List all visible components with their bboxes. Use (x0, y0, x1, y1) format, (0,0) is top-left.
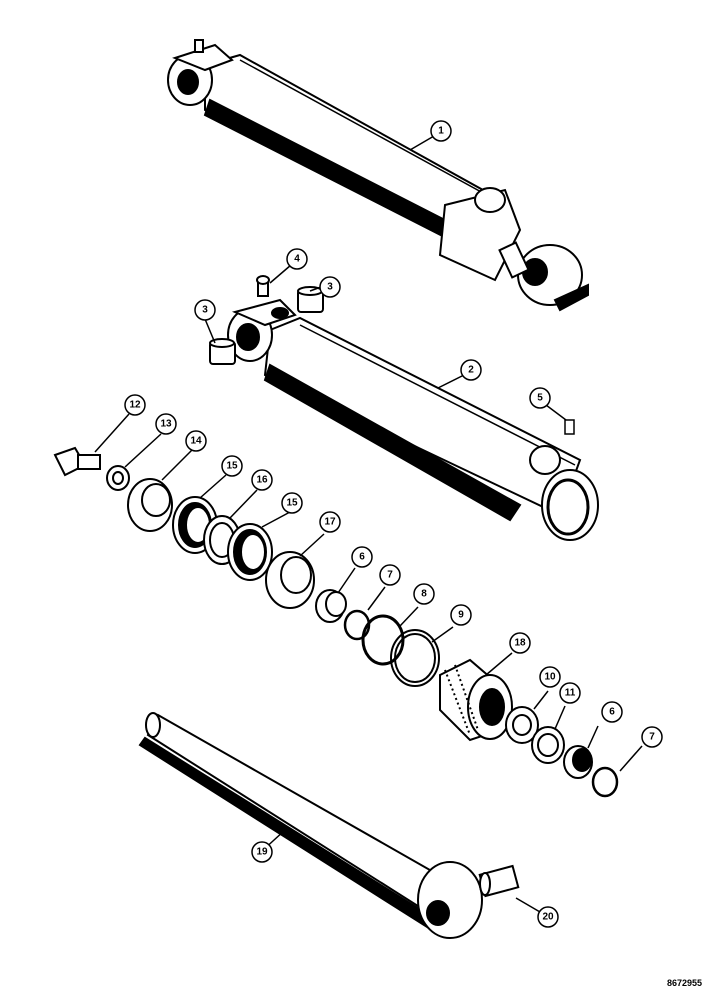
callout-c14: 14 (185, 430, 207, 452)
callout-number: 12 (129, 400, 141, 411)
cylinder-barrel (227, 298, 599, 541)
callout-number: 10 (544, 672, 556, 683)
callout-c10: 10 (539, 666, 561, 688)
cylinder-assembly (167, 39, 589, 312)
callout-circle (319, 511, 341, 533)
callout-c11: 11 (559, 682, 581, 704)
callout-circle (413, 583, 435, 605)
callout-number: 1 (438, 126, 444, 137)
bushing-left (209, 338, 236, 365)
callout-number: 6 (609, 707, 615, 718)
callout-circle (286, 248, 308, 270)
callout-number: 15 (226, 461, 238, 472)
callout-number: 7 (649, 732, 655, 743)
callout-number: 17 (324, 517, 336, 528)
callout-circle (509, 632, 531, 654)
callout-number: 16 (256, 475, 268, 486)
callout-c12: 12 (124, 394, 146, 416)
rod-seal (531, 726, 565, 764)
piston-nut (127, 478, 173, 532)
callout-c3a: 3 (194, 299, 216, 321)
callout-number: 15 (286, 498, 298, 509)
callout-number: 19 (256, 847, 268, 858)
rod-end-bushing (478, 864, 520, 898)
callout-circle (430, 120, 452, 142)
wiper-ring (505, 706, 539, 744)
callout-c18: 18 (509, 632, 531, 654)
callout-number: 8 (421, 589, 427, 600)
drawing-number: 8672955 (666, 978, 702, 988)
callout-number: 7 (387, 570, 393, 581)
callout-c1: 1 (430, 120, 452, 142)
washer (106, 465, 130, 491)
grease-fitting (256, 275, 270, 297)
callout-circle (251, 841, 273, 863)
callout-c6a: 6 (351, 546, 373, 568)
callout-number: 3 (327, 282, 333, 293)
callout-number: 20 (542, 912, 554, 923)
callout-circle (539, 666, 561, 688)
callout-c16: 16 (251, 469, 273, 491)
callout-circle (537, 906, 559, 928)
callout-number: 18 (514, 638, 526, 649)
callout-circle (194, 299, 216, 321)
callout-c13: 13 (155, 413, 177, 435)
set-screw (564, 419, 575, 435)
callout-number: 6 (359, 552, 365, 563)
callout-circle (281, 492, 303, 514)
callout-circle (155, 413, 177, 435)
callout-c15b: 15 (281, 492, 303, 514)
callout-circle (251, 469, 273, 491)
bolt (53, 446, 101, 477)
callout-circle (601, 701, 623, 723)
piston-seal-right (227, 523, 273, 581)
callout-circle (319, 276, 341, 298)
callout-c3b: 3 (319, 276, 341, 298)
callout-c9: 9 (450, 604, 472, 626)
piston (265, 551, 315, 609)
callout-number: 3 (202, 305, 208, 316)
callout-c6b: 6 (601, 701, 623, 723)
rod-bushing-upper (315, 589, 347, 623)
leader-lines (94, 135, 643, 913)
piston-rod (138, 712, 483, 939)
callout-number: 11 (565, 688, 576, 699)
callout-c5: 5 (529, 387, 551, 409)
callout-c15a: 15 (221, 455, 243, 477)
callout-number: 5 (537, 393, 543, 404)
callout-c7b: 7 (641, 726, 663, 748)
callout-circle (460, 359, 482, 381)
callout-circle (185, 430, 207, 452)
callout-c4: 4 (286, 248, 308, 270)
callout-circle (379, 564, 401, 586)
callout-circle (351, 546, 373, 568)
callout-c20: 20 (537, 906, 559, 928)
callout-number: 4 (294, 254, 300, 265)
gland (439, 658, 513, 742)
rod-bushing-lower (563, 745, 593, 779)
callout-number: 2 (468, 365, 474, 376)
callout-circle (559, 682, 581, 704)
callout-circle (450, 604, 472, 626)
o-ring-small (343, 609, 371, 641)
callout-circle (641, 726, 663, 748)
callout-circle (529, 387, 551, 409)
callout-c8: 8 (413, 583, 435, 605)
callout-number: 9 (458, 610, 464, 621)
callout-circle (124, 394, 146, 416)
callout-c7a: 7 (379, 564, 401, 586)
callout-number: 13 (160, 419, 172, 430)
o-ring-lower (591, 766, 619, 798)
callout-c2: 2 (460, 359, 482, 381)
callout-c17: 17 (319, 511, 341, 533)
backup-ring (390, 629, 440, 687)
callout-number: 14 (190, 436, 202, 447)
callout-circle (221, 455, 243, 477)
callout-c19: 19 (251, 841, 273, 863)
